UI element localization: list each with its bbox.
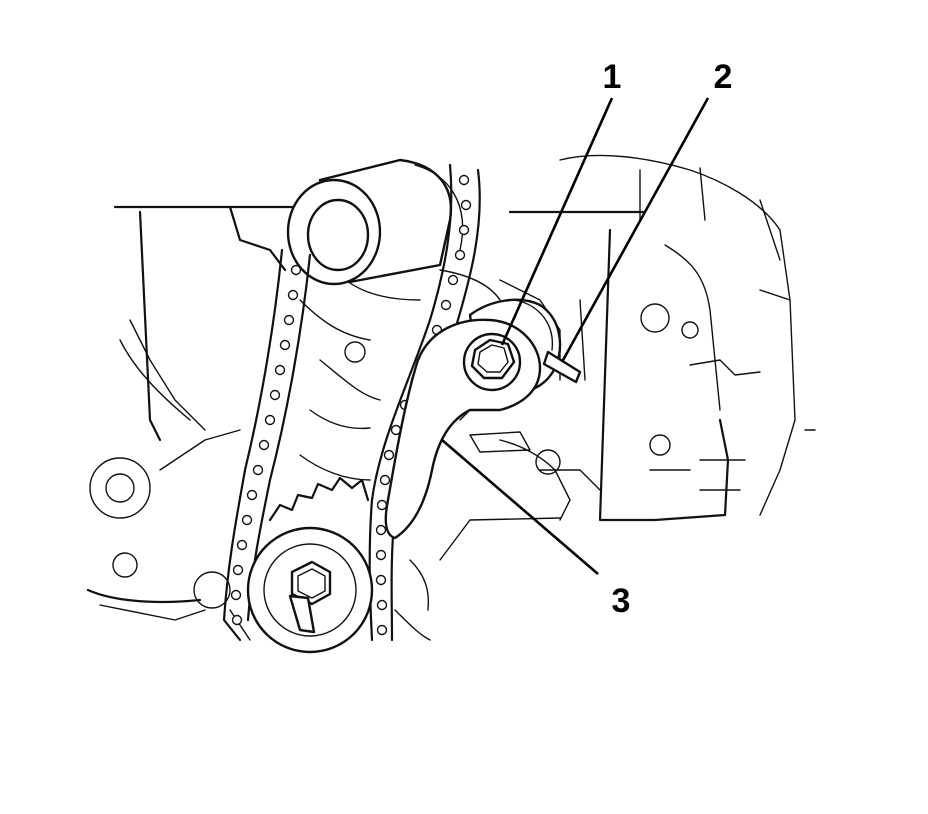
locating-pin bbox=[542, 350, 582, 384]
callout-3: 3 bbox=[612, 582, 631, 620]
callout-leaders bbox=[441, 97, 710, 575]
leader-line-3 bbox=[441, 439, 599, 575]
callout-2: 2 bbox=[714, 58, 733, 96]
upper-pulley bbox=[286, 158, 464, 286]
leader-line-1 bbox=[500, 97, 614, 346]
callout-labels: 1 2 3 bbox=[603, 58, 733, 620]
engine-block-outline bbox=[86, 154, 816, 641]
tensioner-bolt bbox=[462, 332, 522, 392]
callout-1: 1 bbox=[603, 58, 622, 96]
leader-line-2 bbox=[560, 97, 710, 363]
crankshaft-sprocket bbox=[193, 476, 374, 654]
